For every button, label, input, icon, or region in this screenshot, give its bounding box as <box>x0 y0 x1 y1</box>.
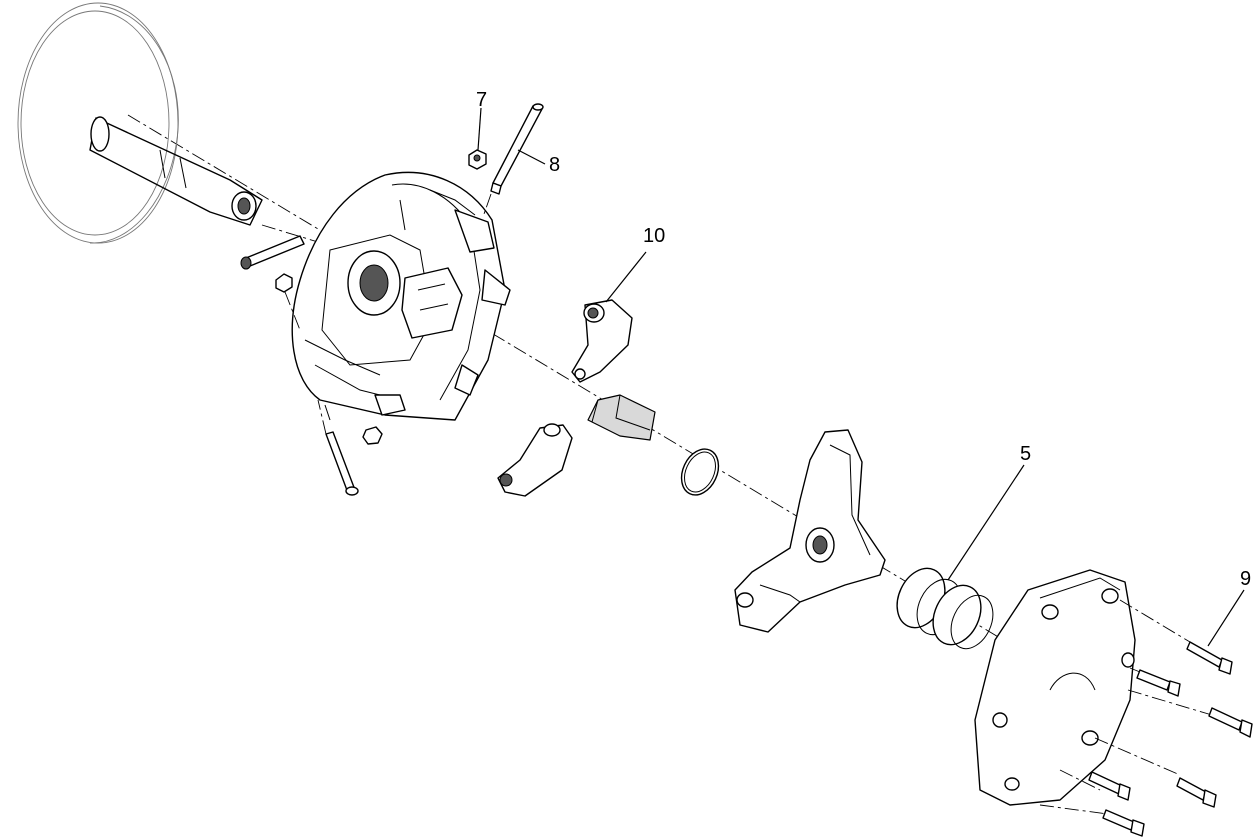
cover-plate <box>974 569 1136 806</box>
bolt-lower <box>317 399 359 496</box>
callout-8: 8 <box>549 154 560 176</box>
roller-arm-lower <box>497 423 573 497</box>
callout-5: 5 <box>1020 443 1031 465</box>
callout-10: 10 <box>643 225 665 247</box>
part-8-pin <box>483 103 546 215</box>
nut-lower <box>362 426 383 445</box>
part-9-bolts <box>1039 589 1253 837</box>
movable-sheave <box>291 171 511 421</box>
callout-9: 9 <box>1240 568 1251 590</box>
o-ring <box>680 448 720 496</box>
fixed-sheave <box>17 2 263 244</box>
slider-block <box>587 394 656 441</box>
center-axis <box>127 114 1021 651</box>
pin-bolt-left <box>240 235 305 270</box>
part-7-nut <box>468 107 487 170</box>
part-5-spring <box>896 464 1025 650</box>
spider <box>734 429 886 633</box>
nut-left <box>275 273 301 331</box>
callout-7: 7 <box>476 89 487 111</box>
part-10-roller-arm <box>571 251 647 383</box>
